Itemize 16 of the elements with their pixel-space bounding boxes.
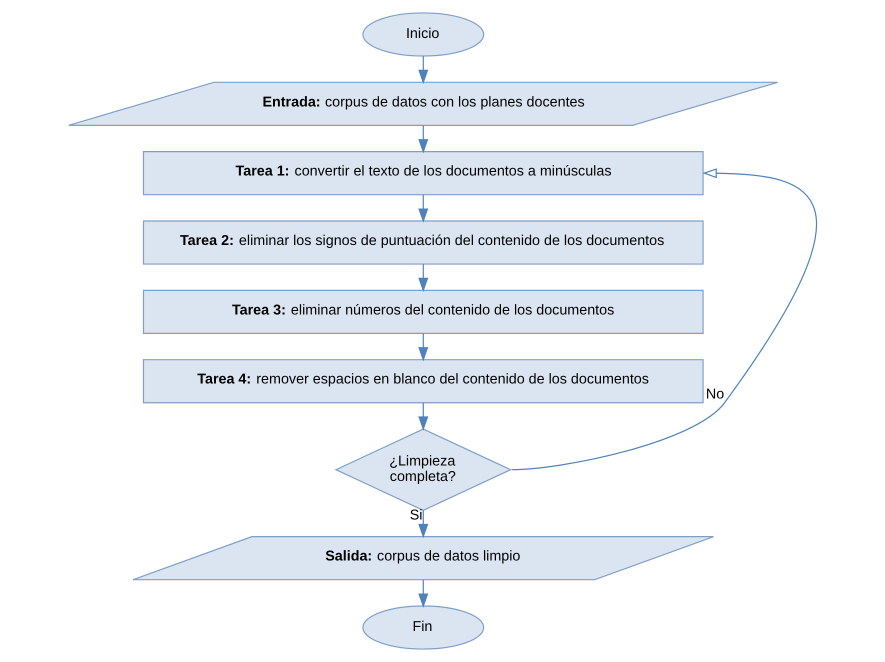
arrow xyxy=(418,402,428,431)
node-box: Tarea 3: eliminar números del contenido de los documentos xyxy=(142,290,704,334)
edge-label: No xyxy=(705,386,724,403)
arrow xyxy=(418,194,428,223)
node-box: Tarea 1: convertir el texto de los documentos a minúsculas xyxy=(142,151,704,196)
arrow xyxy=(418,334,428,362)
node-ellipse: Inicio xyxy=(362,12,484,57)
node-ellipse: Fin xyxy=(362,605,484,650)
arrow xyxy=(418,56,428,84)
arrow xyxy=(418,264,428,292)
arrow xyxy=(511,168,816,470)
arrow xyxy=(418,510,428,538)
arrow xyxy=(418,580,428,608)
node-box: Tarea 4: remover espacios en blanco del contenido de los documentos xyxy=(142,359,704,404)
node-box: Tarea 2: eliminar los signos de puntuación del contenido de los documentos xyxy=(142,220,704,265)
arrow xyxy=(418,125,428,154)
